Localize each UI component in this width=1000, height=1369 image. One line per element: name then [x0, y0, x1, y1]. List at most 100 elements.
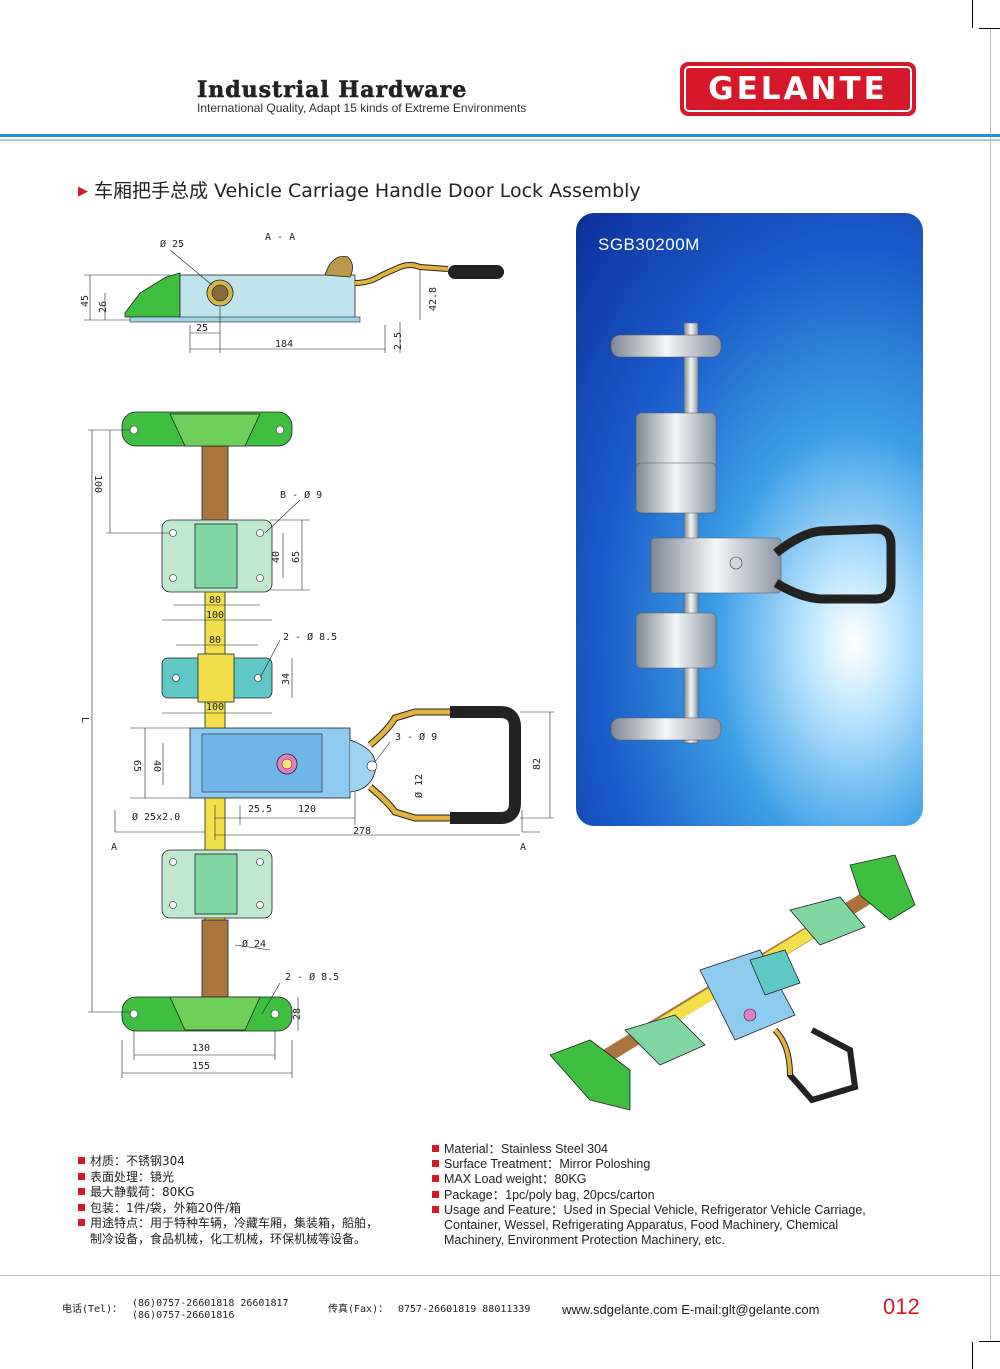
spec-cn-text: 最大静载荷：80KG	[90, 1185, 195, 1199]
cut-a-left: A	[111, 842, 117, 853]
dim-d24: Ø 24	[242, 938, 266, 950]
front-dim-lines	[88, 429, 554, 1078]
spec-en-text: Package：1pc/poly bag, 20pcs/carton	[444, 1187, 655, 1202]
spec-en-text: Material：Stainless Steel 304	[444, 1142, 608, 1156]
dim-w80b: 80	[209, 635, 221, 646]
header-stripe-light	[0, 139, 1000, 141]
dim-w155: 155	[192, 1061, 210, 1072]
red-square-bullet-icon	[432, 1145, 439, 1152]
dim-b9: B - Ø 9	[280, 489, 322, 501]
logo-text: GELANTE	[708, 71, 888, 107]
dim-h40a: 40	[271, 551, 282, 563]
dim-w100a: 100	[206, 610, 224, 621]
crop-mark	[972, 0, 973, 28]
dim-w278: 278	[353, 826, 371, 837]
render-3d	[550, 855, 916, 1111]
red-square-bullet-icon	[432, 1160, 439, 1168]
triangle-bullet-icon: ▶	[78, 184, 88, 199]
dim-h45: 45	[80, 295, 91, 307]
spec-en-text: Usage and Feature：Used in Special Vehicl…	[444, 1202, 866, 1217]
specs-chinese: 材质：不锈钢304 表面处理：镜光 最大静载荷：80KG 包装：1件/袋，外箱2…	[78, 1154, 378, 1247]
dim-d25x2: Ø 25x2.0	[132, 811, 180, 823]
dim-w120: 120	[298, 804, 316, 815]
dim-h82: 82	[532, 758, 543, 770]
dim-w100b: 100	[206, 702, 224, 713]
page-number: 012	[883, 1294, 920, 1319]
brand-subtitle: International Quality, Adapt 15 kinds of…	[197, 101, 527, 115]
red-square-bullet-icon	[432, 1175, 439, 1183]
section-body	[124, 256, 504, 323]
footer-tel-2: (86)0757-26601816	[132, 1310, 235, 1321]
product-photo: SGB30200M	[576, 213, 923, 826]
front-drawing: 100 B - Ø 9 40 65 80 100 80 2 - Ø 8.5 34…	[79, 411, 554, 1078]
dim-w130: 130	[192, 1043, 210, 1054]
red-square-bullet-icon	[78, 1219, 85, 1226]
dim-w80a: 80	[209, 595, 221, 606]
dim-h65a: 65	[291, 551, 302, 563]
dim-t2-5: 2.5	[393, 332, 404, 350]
red-square-bullet-icon	[78, 1188, 85, 1195]
spec-en-item: Usage and Feature：Used in Special Vehicl…	[432, 1203, 866, 1218]
crop-mark	[979, 1341, 1000, 1342]
footer-tel-1: (86)0757-26601818 26601817	[132, 1298, 289, 1309]
spec-cn-text: 表面处理：镜光	[90, 1169, 175, 1184]
spec-cn-item: 材质：不锈钢304	[78, 1154, 378, 1170]
dim-h65b: 65	[131, 760, 142, 772]
footer-divider	[0, 1275, 1000, 1276]
dim-hole9: 3 - Ø 9	[395, 731, 437, 743]
section-drawing: Ø 25 A - A 45 26 42.8 25 184 2.5	[80, 232, 504, 353]
red-square-bullet-icon	[432, 1205, 439, 1213]
dim-d25: Ø 25	[160, 238, 184, 250]
spec-en-text: MAX Load weight：80KG	[444, 1172, 587, 1187]
footer-tel-numbers: (86)0757-26601818 26601817 (86)0757-2660…	[132, 1298, 289, 1322]
dim-w184: 184	[275, 339, 293, 350]
spec-cn-text: 包装：1件/袋，外箱20件/箱	[90, 1200, 241, 1215]
footer-web-email[interactable]: www.sdgelante.com E-mail:glt@gelante.com	[562, 1302, 820, 1317]
product-model: SGB30200M	[598, 235, 700, 254]
dim-d12: Ø 12	[413, 774, 425, 798]
dim-L: L	[79, 717, 90, 723]
dim-h28: 28	[292, 1008, 303, 1020]
red-square-bullet-icon	[78, 1172, 85, 1180]
spec-cn-item: 表面处理：镜光	[78, 1170, 378, 1186]
header-stripe	[0, 134, 1000, 137]
spec-en-item: MAX Load weight：80KG	[432, 1172, 866, 1187]
section-dim-lines	[84, 249, 421, 353]
footer-fax: 0757-26601819 88011339	[398, 1304, 531, 1315]
red-square-bullet-icon	[432, 1190, 439, 1198]
logo-frame: GELANTE	[684, 66, 912, 112]
spec-cn-item: 用途特点：用于特种车辆，冷藏车厢，集装箱，船舶，	[78, 1216, 378, 1232]
dim-h26: 26	[98, 301, 109, 313]
red-square-bullet-icon	[78, 1157, 85, 1164]
dim-v100: 100	[92, 475, 103, 493]
spec-en-continuation: Machinery, Environment Protection Machin…	[444, 1233, 725, 1248]
spec-cn-text: 材质：不锈钢304	[90, 1154, 185, 1168]
section-title-text: 车厢把手总成 Vehicle Carriage Handle Door Lock…	[94, 180, 641, 202]
spec-cn-item: 最大静载荷：80KG	[78, 1185, 378, 1201]
dim-hole85b: 2 - Ø 8.5	[285, 971, 339, 983]
dim-w25: 25	[196, 323, 208, 334]
red-square-bullet-icon	[78, 1203, 85, 1211]
footer-tel-label: 电话(Tel)：	[62, 1304, 123, 1315]
crop-mark	[972, 1342, 973, 1369]
dim-w25-5: 25.5	[248, 804, 272, 815]
dim-hole85a: 2 - Ø 8.5	[283, 631, 337, 643]
section-title: ▶ 车厢把手总成 Vehicle Carriage Handle Door Loc…	[78, 176, 641, 203]
footer-fax-label: 传真(Fax)：	[328, 1304, 389, 1315]
specs-english: Material：Stainless Steel 304 Surface Tre…	[432, 1142, 866, 1248]
spec-en-item: Package：1pc/poly bag, 20pcs/carton	[432, 1188, 866, 1203]
brand-title: Industrial Hardware	[197, 77, 468, 104]
spec-cn-item: 包装：1件/袋，外箱20件/箱	[78, 1201, 378, 1217]
crop-mark	[990, 30, 991, 1340]
spec-cn-text: 用途特点：用于特种车辆，冷藏车厢，集装箱，船舶，	[90, 1216, 379, 1230]
dim-h42-8: 42.8	[428, 287, 439, 311]
spec-en-item: Material：Stainless Steel 304	[432, 1142, 866, 1157]
product-render	[610, 322, 896, 744]
spec-cn-continuation: 制冷设备，食品机械，化工机械，环保机械等设备。	[90, 1231, 367, 1246]
spec-en-text: Surface Treatment：Mirror Poloshing	[444, 1157, 651, 1172]
dim-h34: 34	[281, 673, 292, 685]
dim-h40b: 40	[151, 760, 162, 772]
spec-en-item: Surface Treatment：Mirror Poloshing	[432, 1157, 866, 1172]
spec-en-continuation: Container, Wessel, Refrigerating Apparat…	[444, 1218, 839, 1233]
section-label: A - A	[265, 232, 295, 243]
